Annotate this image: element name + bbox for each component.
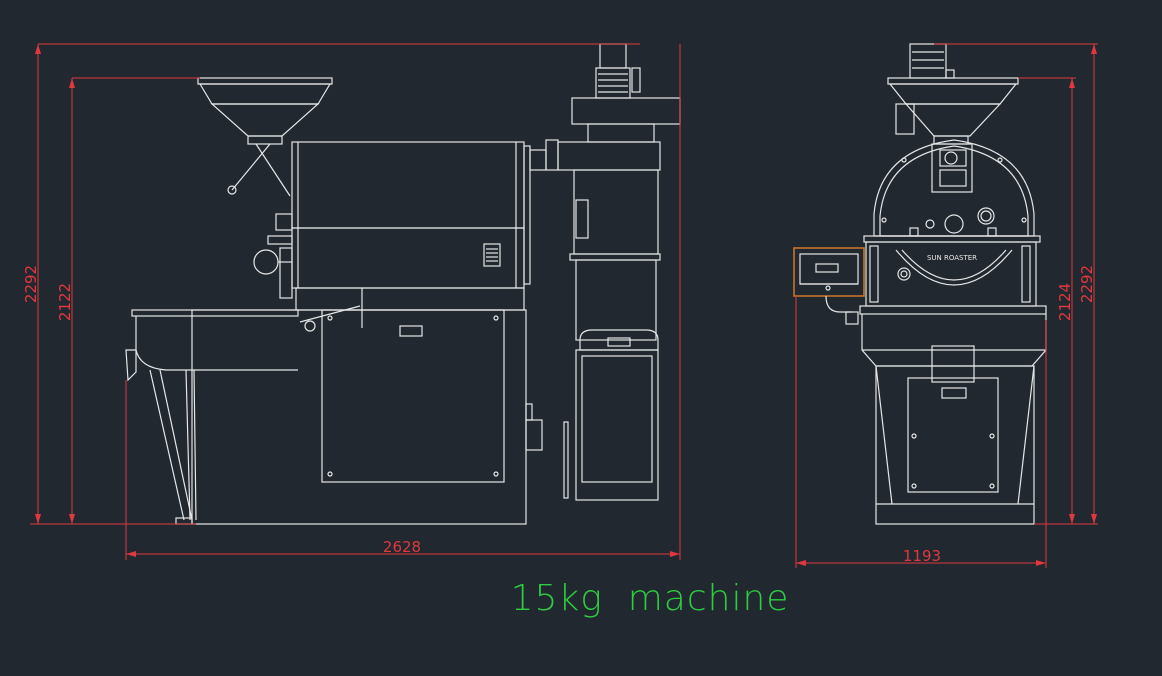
- front-cooling-tray: [859, 305, 1047, 383]
- front-body-height-label: 2124: [1056, 283, 1074, 321]
- drum-front: [873, 139, 1035, 237]
- front-base: [875, 365, 1035, 525]
- side-overall-height-label: 2292: [22, 265, 40, 303]
- side-view: 2292 2122 2628: [22, 43, 681, 560]
- side-overall-length-label: 2628: [383, 538, 421, 556]
- cooling-tray: [125, 305, 361, 525]
- front-motor: [909, 43, 955, 79]
- front-overall-height-label: 2292: [1078, 265, 1096, 303]
- front-panel: SUN ROASTER: [863, 235, 1041, 307]
- front-overall-width-label: 1193: [903, 547, 941, 565]
- front-dimensions: 2124 2292 1193: [795, 43, 1098, 568]
- vent-grill: [483, 243, 501, 267]
- cyclone-chimney: [529, 43, 681, 501]
- control-box: [793, 247, 865, 325]
- drum-housing: [253, 141, 531, 299]
- brand-label: SUN ROASTER: [927, 254, 977, 262]
- hopper: [197, 77, 333, 197]
- side-body-height-label: 2122: [56, 283, 74, 321]
- drawing-caption: 15kg machine: [511, 578, 790, 619]
- base-cabinet: [191, 287, 543, 525]
- front-hopper: [887, 77, 1019, 145]
- side-dimensions: 2292 2122 2628: [22, 43, 681, 560]
- front-view: SUN ROASTER: [793, 43, 1098, 568]
